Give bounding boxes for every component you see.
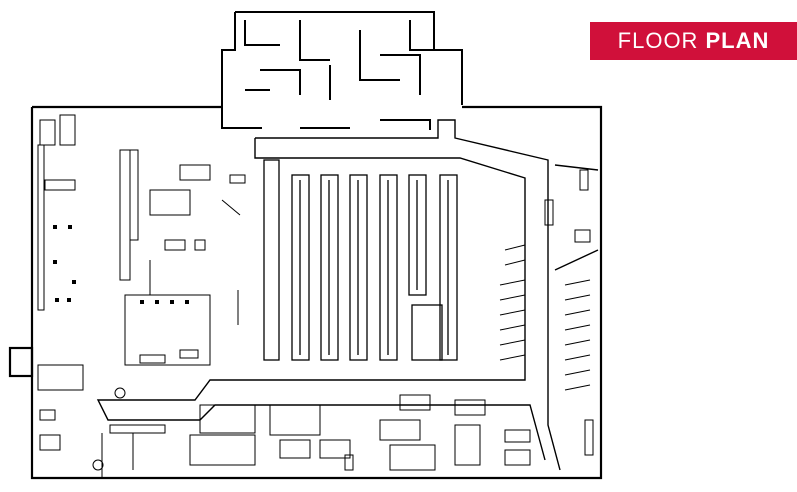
title-outline-word: FLOOR bbox=[617, 28, 699, 53]
title-bold-word: PLAN bbox=[705, 28, 770, 53]
left-equipment bbox=[37, 114, 246, 471]
right-equipment bbox=[499, 169, 594, 456]
upper-annex bbox=[221, 11, 463, 130]
floor-plan-title-badge: FLOOR PLAN bbox=[590, 22, 797, 60]
lower-equipment bbox=[101, 394, 531, 478]
storage-racks bbox=[263, 159, 458, 361]
building-outline bbox=[8, 105, 603, 480]
